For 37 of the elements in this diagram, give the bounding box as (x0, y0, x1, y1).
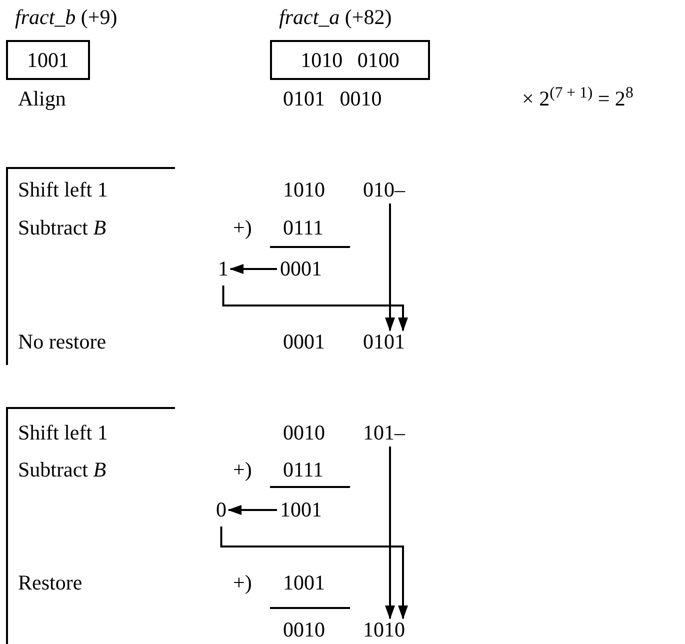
bit-group: 1001 (280, 500, 322, 520)
bit-group: 0 (216, 500, 226, 520)
bit-group: 0111 (283, 460, 324, 480)
bit-group: 0001 (280, 258, 322, 280)
step-label: Shift left 1 (18, 422, 108, 444)
bit-group: 101– (363, 422, 405, 444)
bit-group: 0111 (283, 218, 324, 238)
bit-group: 0010 (283, 422, 325, 444)
bit-group: 1001 (27, 50, 69, 70)
bit-group: 1001 (283, 572, 325, 594)
step-label: Align (18, 88, 66, 110)
bit-group: 1010 (363, 620, 405, 640)
bit-group: 0101 0010 (283, 88, 382, 110)
arrow (385, 446, 395, 620)
bit-group: 1010 0100 (300, 50, 400, 70)
bit-group: 1010 (283, 180, 325, 200)
operator: +) (233, 460, 252, 480)
operator: +) (233, 572, 252, 594)
bit-group: 1 (218, 258, 228, 280)
scale-factor: × 2$^{(7 + 1)}$ = 2$^{8}$ (522, 88, 634, 110)
bit-group: 010– (363, 180, 405, 200)
arrow (230, 264, 277, 274)
bit-group: 0001 (283, 332, 325, 352)
variable-label: fract_a (+82) (278, 4, 392, 31)
operator: +) (233, 218, 252, 238)
step-label: Subtract B (18, 218, 106, 238)
arrow (385, 204, 395, 332)
arrow (228, 505, 277, 515)
step-label: No restore (18, 332, 106, 352)
arrow (222, 286, 408, 332)
arrow (220, 526, 408, 620)
variable-label: fract_b (+9) (14, 4, 118, 31)
step-label: Restore (18, 572, 82, 594)
bit-group: 0010 (283, 620, 325, 640)
step-label: Subtract B (18, 460, 106, 480)
step-label: Shift left 1 (18, 180, 108, 200)
bit-group: 0101 (363, 332, 405, 352)
